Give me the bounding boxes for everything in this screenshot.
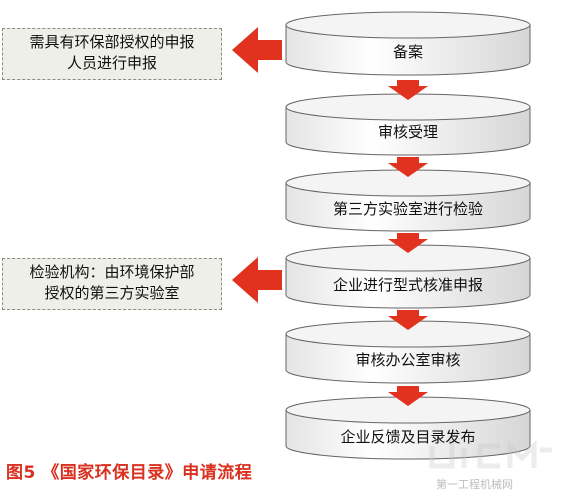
watermark-text: 第一工程机械网 (436, 478, 513, 491)
down-arrow-icon (388, 157, 428, 177)
step-cylinder-6 (285, 396, 531, 460)
step-cylinder-3 (285, 169, 531, 232)
step-label-1: 备案 (392, 43, 423, 61)
note-top: 需具有环保部授权的申报 人员进行申报 (2, 28, 222, 80)
left-arrow-icon (232, 257, 282, 303)
down-arrow-icon (388, 233, 428, 253)
step-cylinder-2 (285, 93, 531, 156)
down-arrow-icon (388, 386, 428, 406)
down-arrow-icon (388, 80, 428, 100)
note-bottom-line2: 授权的第三方实验室 (44, 284, 180, 302)
note-top-line1: 需具有环保部授权的申报 (29, 33, 195, 51)
note-top-line2: 人员进行申报 (66, 54, 157, 72)
figure-caption: 图5 《国家环保目录》申请流程 (6, 463, 253, 483)
step-label-5: 审核办公室审核 (355, 351, 461, 369)
step-cylinder-4 (285, 244, 531, 309)
note-bottom: 检验机构：由环境保护部 授权的第三方实验室 (2, 258, 222, 310)
step-cylinder-5 (285, 320, 531, 384)
watermark-logo (429, 439, 552, 469)
step-cylinder-1 (285, 11, 531, 76)
step-label-6: 企业反馈及目录发布 (340, 428, 476, 446)
left-arrow-icon (232, 27, 282, 73)
down-arrow-icon (388, 310, 428, 330)
step-label-4: 企业进行型式核准申报 (332, 276, 483, 294)
note-bottom-line1: 检验机构：由环境保护部 (29, 263, 195, 281)
step-label-2: 审核受理 (377, 123, 438, 141)
step-label-3: 第三方实验室进行检验 (332, 200, 483, 218)
